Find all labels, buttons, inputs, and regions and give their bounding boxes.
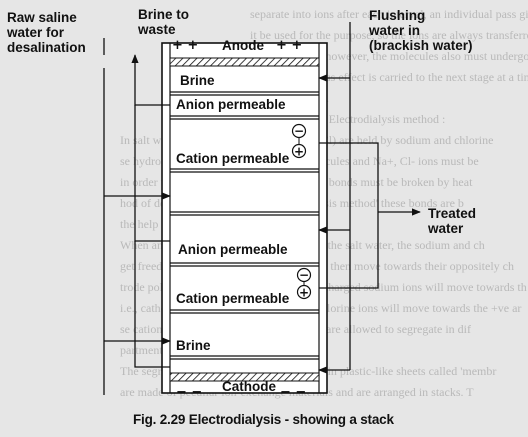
cathode-label: Cathode: [222, 379, 276, 394]
membranes: [170, 91, 319, 360]
raw-saline-water-label: Raw saline water for desalination: [7, 10, 86, 55]
treated-water-pipes: [319, 142, 421, 289]
ion-links: [298, 137, 305, 286]
cathode-charge-right: − −: [280, 385, 306, 400]
anion-ion-symbol-top: −: [294, 124, 304, 138]
treated-water-label: Treated water: [428, 206, 477, 236]
background-text-line: separate into ions after each interval, …: [250, 7, 528, 21]
brine-bottom-label: Brine: [176, 338, 211, 353]
cation-membrane-label-1: Cation permeable: [176, 151, 290, 166]
cation-membrane-label-2: Cation permeable: [176, 291, 290, 306]
cathode-charge-left: − −: [176, 385, 202, 400]
anion-ion-symbol-bottom: −: [299, 268, 309, 282]
flushing-water-label: Flushing water in (brackish water): [369, 8, 473, 53]
brine-to-waste-label: Brine to waste: [138, 7, 190, 37]
brine-waste-pipes: [131, 54, 170, 368]
cation-ion-symbol-bottom: +: [299, 286, 309, 300]
cathode-plate: [169, 372, 320, 382]
cation-ion-symbol-top: +: [294, 145, 304, 159]
flushing-water-pipes: [318, 22, 351, 374]
anode-charge-left: + +: [172, 38, 198, 53]
anion-membrane-label-1: Anion permeable: [176, 97, 286, 112]
anode-label: Anode: [222, 38, 264, 53]
ion-symbols: [291, 123, 312, 300]
anode-plate: [169, 57, 320, 67]
anode-charge-right: + +: [276, 38, 302, 53]
stack-frame: [161, 42, 328, 394]
raw-water-pipes: [103, 38, 171, 395]
anion-membrane-label-2: Anion permeable: [178, 242, 288, 257]
background-text-line: it be used for the purpose, so the ions …: [250, 28, 528, 42]
brine-top-label: Brine: [180, 73, 215, 88]
figure-caption: Fig. 2.29 Electrodialysis - showing a st…: [133, 412, 394, 427]
